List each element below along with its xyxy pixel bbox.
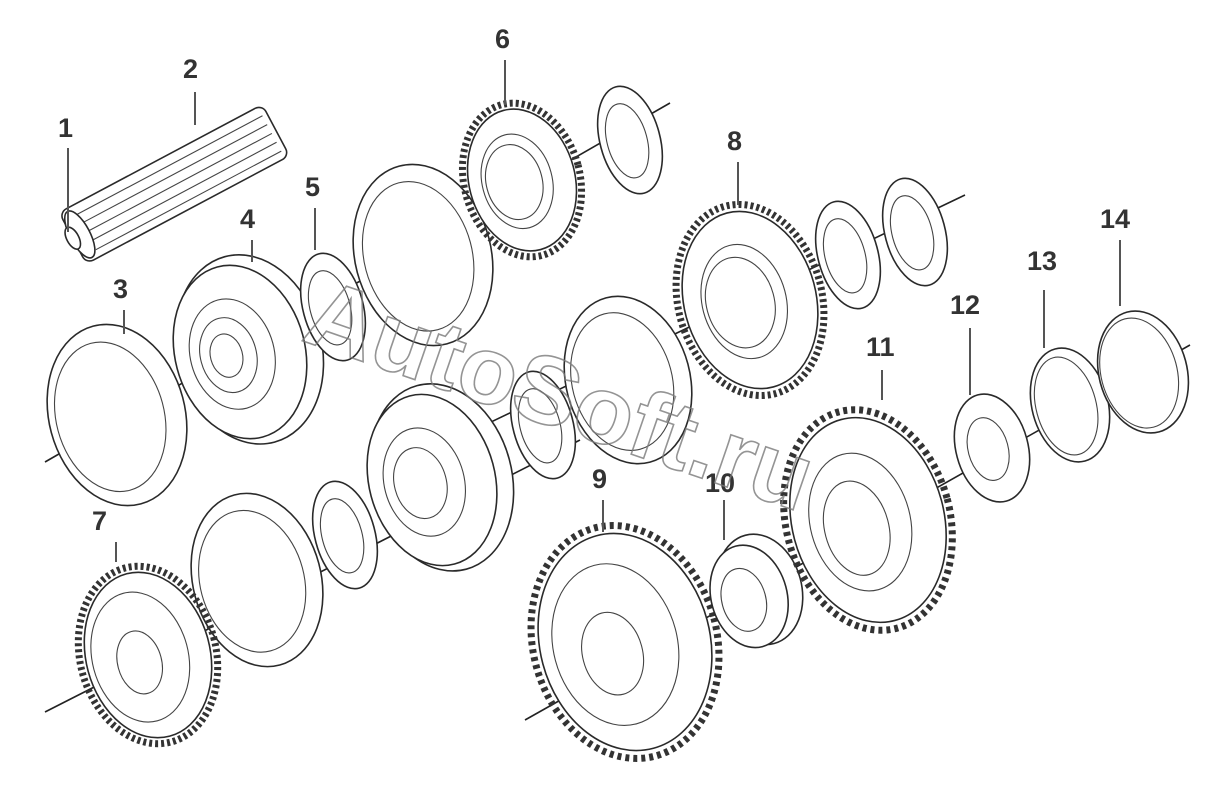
part-label-2: 2: [183, 54, 198, 84]
thrust-washer: [596, 85, 664, 195]
part-label-5: 5: [305, 172, 320, 202]
part-label-11: 11: [866, 332, 895, 362]
thrust-washer: [814, 200, 882, 310]
thrust-washer: [311, 480, 379, 590]
washer: [953, 393, 1031, 503]
part-label-10: 10: [705, 468, 735, 498]
part-label-9: 9: [592, 464, 607, 494]
gear: [672, 200, 828, 400]
ring: [563, 295, 693, 465]
synchronizer-hub: [366, 383, 515, 572]
gear: [527, 522, 723, 762]
part-label-14: 14: [1100, 204, 1130, 234]
ring: [352, 163, 494, 347]
gear: [458, 99, 586, 261]
thrust-washer: [299, 252, 367, 362]
internal-gear: [780, 406, 956, 634]
part-label-13: 13: [1027, 246, 1057, 276]
part-label-6: 6: [495, 24, 510, 54]
snap-ring: [1096, 310, 1190, 434]
splined-shaft: [61, 106, 288, 262]
part-label-1: 1: [58, 113, 73, 143]
ring: [46, 323, 188, 507]
ring: [190, 492, 324, 668]
splined-collar: [709, 533, 804, 649]
part-label-12: 12: [950, 290, 980, 320]
synchronizer-hub: [172, 254, 325, 445]
thrust-washer: [509, 370, 577, 480]
part-label-7: 7: [92, 506, 107, 536]
part-label-3: 3: [113, 274, 128, 304]
part-label-4: 4: [240, 204, 255, 234]
part-label-8: 8: [727, 126, 742, 156]
thrust-washer: [881, 177, 949, 287]
